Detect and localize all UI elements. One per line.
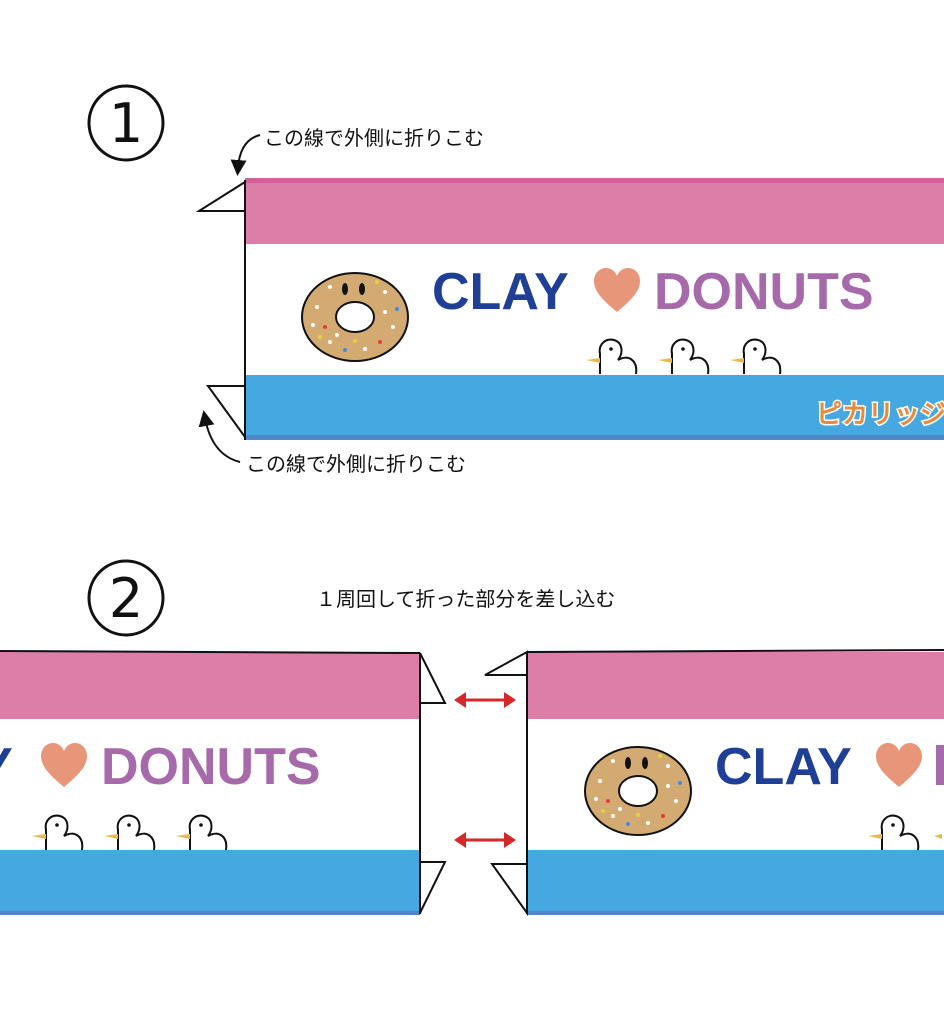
step-2-number-circle xyxy=(87,559,165,637)
step-2-number: 2 xyxy=(109,567,143,630)
banner-1-word-donuts: DONUTS xyxy=(654,263,874,321)
banner-2-left-tab-top xyxy=(419,652,447,704)
duck-icon xyxy=(868,814,920,851)
duck-icon xyxy=(730,338,782,375)
logo-text: ピカリッジ xyxy=(816,400,944,430)
insert-arrow-top xyxy=(454,692,516,708)
duck-icon xyxy=(32,814,84,851)
duck-row-2 xyxy=(32,814,228,851)
banner-1-blue-band xyxy=(245,375,944,439)
insert-arrow-bottom xyxy=(454,832,516,848)
heart-icon xyxy=(594,268,640,312)
step-2-section: 2 １周回して折った部分を差し込む CLAY DONUTS xyxy=(0,559,944,917)
banner-1-fold-tab-top xyxy=(195,180,246,212)
banner-2-right-tab-bottom xyxy=(490,863,528,917)
banner-1-fold-tab-bottom xyxy=(206,385,246,441)
banner-1-word-clay: CLAY xyxy=(432,263,569,321)
step-1-number-circle xyxy=(87,84,165,162)
banner-1: CLAY DONUTS xyxy=(195,178,944,441)
step-1-section: 1 この線で外側に折りこむ xyxy=(87,84,944,476)
duck-row-1 xyxy=(586,338,782,375)
fold-note-top: この線で外側に折りこむ xyxy=(264,126,484,150)
heart-icon xyxy=(876,743,922,787)
banner-2-right-word-clay: CLAY xyxy=(715,738,852,796)
duck-icon xyxy=(658,338,710,375)
banner-2-left-word-donuts: DONUTS xyxy=(101,738,321,796)
duck-icon xyxy=(586,338,638,375)
fold-note-bottom: この線で外側に折りこむ xyxy=(246,452,466,476)
duck-row-3 xyxy=(868,814,942,851)
banner-2-right-start: CLAY xyxy=(484,649,944,917)
banner-2-right-tab-top xyxy=(484,650,528,676)
fold-arrow-top xyxy=(230,134,261,176)
banner-2-left-tab-bottom xyxy=(419,861,447,914)
pikaridge-logo: ピカリッジ xyxy=(815,399,944,432)
banner-1-pink-band xyxy=(245,178,944,244)
donut-character-1 xyxy=(301,272,409,362)
banner-2-left-end: CLAY DONUTS xyxy=(0,650,447,915)
step-2-instruction: １周回して折った部分を差し込む xyxy=(316,587,615,611)
step-1-number: 1 xyxy=(109,92,143,155)
fold-arrow-bottom xyxy=(198,410,241,463)
duck-icon xyxy=(104,814,156,851)
duck-icon xyxy=(176,814,228,851)
banner-2-left-word-clay: CLAY xyxy=(0,738,13,796)
heart-icon xyxy=(41,743,87,787)
duck-icon xyxy=(934,834,942,839)
donut-character-2 xyxy=(584,746,692,836)
